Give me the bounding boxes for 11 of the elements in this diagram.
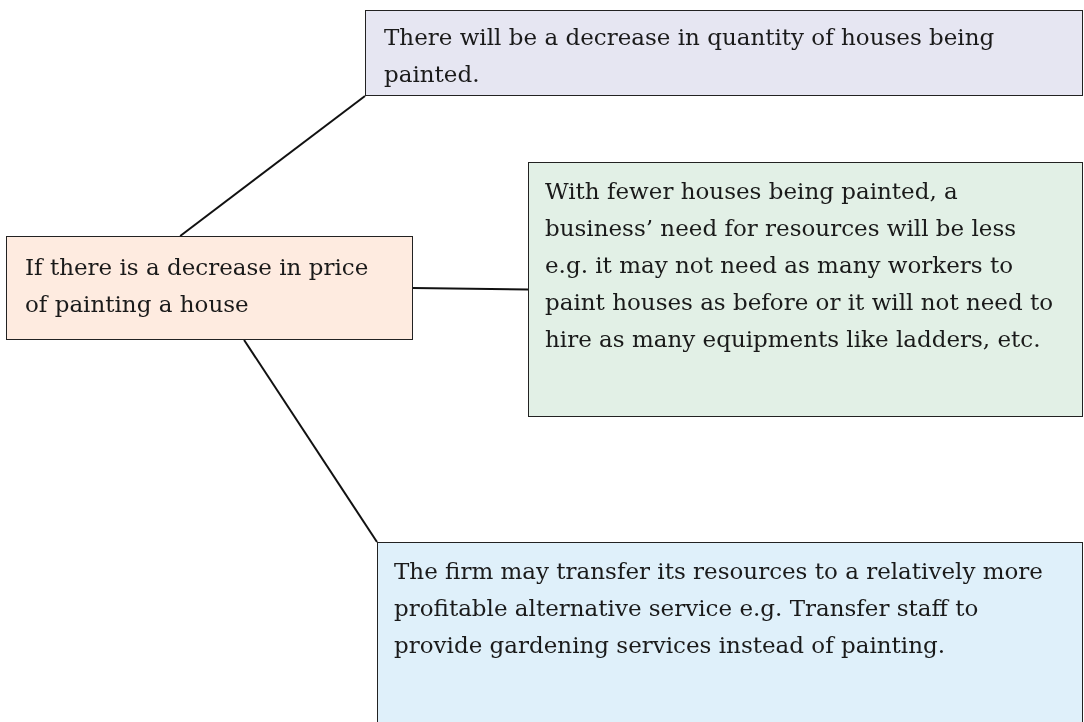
text-box [377, 542, 1083, 722]
text-box [6, 236, 413, 340]
connector-line [179, 95, 366, 237]
text-box [365, 10, 1083, 96]
connector-line [243, 339, 378, 543]
connector-line [412, 287, 529, 291]
text-box [528, 162, 1083, 417]
box-text: There will be a decrease in quantity of houses being painted. [384, 23, 996, 89]
box-text: With fewer houses being painted, a business’ need for resources will be less e.g. it may not need as many workers to paint houses as before or it will not need to hire as many equipments like ladders, etc. [545, 177, 1055, 354]
box-text: The firm may transfer its resources to a relatively more profitable alternative service e.g. Transfer staff to provide gardening services instead of painting. [394, 557, 1044, 660]
box-text: If there is a decrease in price of painting a house [25, 253, 370, 319]
